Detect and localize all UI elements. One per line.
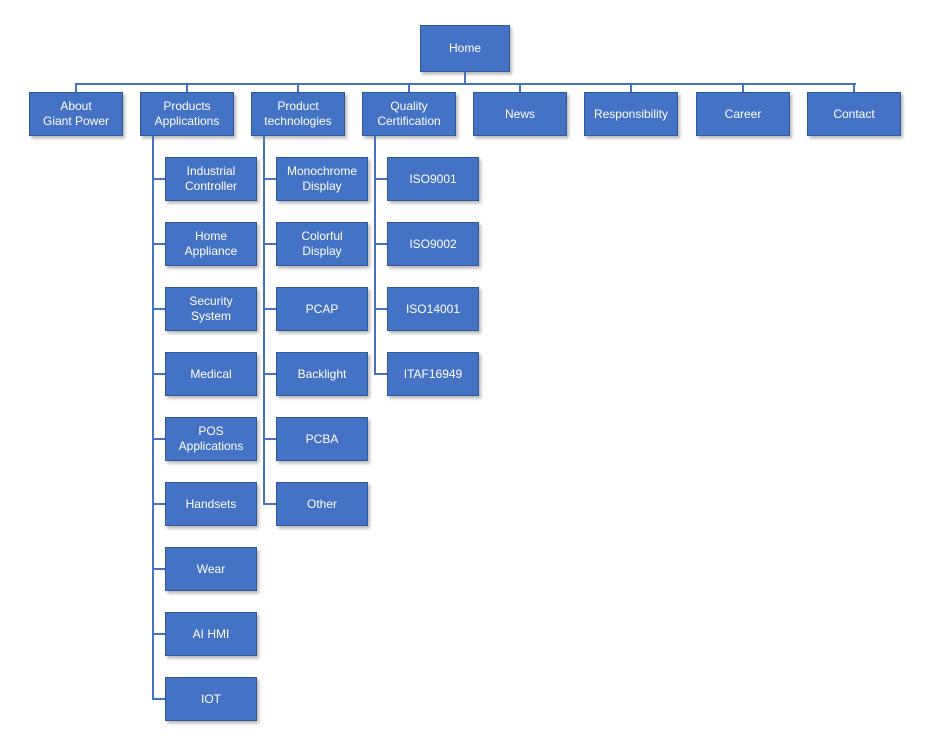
connector-line bbox=[408, 83, 410, 92]
node-label: ISO9002 bbox=[409, 236, 457, 251]
connector-line bbox=[152, 438, 165, 440]
node-label: ISO9001 bbox=[409, 171, 457, 186]
node-label: Security System bbox=[189, 294, 233, 323]
node-label: Product technologies bbox=[264, 99, 332, 128]
node-backlight[interactable]: Backlight bbox=[276, 352, 368, 396]
node-wear[interactable]: Wear bbox=[165, 547, 257, 591]
node-home[interactable]: Home bbox=[420, 25, 510, 72]
node-label: News bbox=[504, 106, 535, 121]
node-label: Industrial Controller bbox=[184, 164, 238, 193]
connector-line bbox=[152, 698, 165, 700]
connector-line bbox=[464, 72, 466, 85]
node-iot[interactable]: IOT bbox=[165, 677, 257, 721]
node-ai-hmi[interactable]: AI HMI bbox=[165, 612, 257, 656]
connector-line bbox=[374, 178, 387, 180]
node-news[interactable]: News bbox=[473, 92, 567, 136]
connector-line bbox=[75, 83, 77, 92]
node-label: Medical bbox=[190, 366, 232, 381]
node-quality-certification[interactable]: Quality Certification bbox=[362, 92, 456, 136]
connector-line bbox=[263, 503, 276, 505]
node-pcba[interactable]: PCBA bbox=[276, 417, 368, 461]
node-product-technologies[interactable]: Product technologies bbox=[251, 92, 345, 136]
connector-line bbox=[519, 83, 521, 92]
node-itaf16949[interactable]: ITAF16949 bbox=[387, 352, 479, 396]
node-label: POS Applications bbox=[178, 424, 244, 453]
node-label: Contact bbox=[833, 106, 875, 121]
connector-line bbox=[152, 136, 154, 700]
node-label: Handsets bbox=[185, 496, 237, 511]
connector-line bbox=[374, 136, 376, 375]
connector-line bbox=[263, 136, 265, 505]
connector-line bbox=[152, 308, 165, 310]
connector-line bbox=[152, 633, 165, 635]
node-monochrome-display[interactable]: Monochrome Display bbox=[276, 157, 368, 201]
node-label: PCBA bbox=[305, 431, 339, 446]
node-medical[interactable]: Medical bbox=[165, 352, 257, 396]
node-contact[interactable]: Contact bbox=[807, 92, 901, 136]
node-iso9002[interactable]: ISO9002 bbox=[387, 222, 479, 266]
connector-line bbox=[374, 373, 387, 375]
node-label: Other bbox=[306, 496, 337, 511]
node-handsets[interactable]: Handsets bbox=[165, 482, 257, 526]
node-label: Home Appliance bbox=[184, 229, 238, 258]
node-label: Responsibility bbox=[593, 106, 669, 121]
node-pos-applications[interactable]: POS Applications bbox=[165, 417, 257, 461]
node-about-giant-power[interactable]: About Giant Power bbox=[29, 92, 123, 136]
connector-line bbox=[630, 83, 632, 92]
node-pcap[interactable]: PCAP bbox=[276, 287, 368, 331]
connector-line bbox=[263, 308, 276, 310]
node-label: ISO14001 bbox=[405, 301, 461, 316]
connector-line bbox=[263, 438, 276, 440]
node-label: Career bbox=[724, 106, 762, 121]
node-label: Products Applications bbox=[154, 99, 220, 128]
node-label: IOT bbox=[201, 691, 221, 706]
connector-line bbox=[263, 178, 276, 180]
node-label: Backlight bbox=[297, 366, 347, 381]
node-label: Home bbox=[448, 41, 481, 55]
connector-line bbox=[263, 373, 276, 375]
connector-line bbox=[152, 373, 165, 375]
node-label: PCAP bbox=[305, 301, 339, 316]
connector-line bbox=[374, 308, 387, 310]
node-home-appliance[interactable]: Home Appliance bbox=[165, 222, 257, 266]
connector-line bbox=[152, 178, 165, 180]
node-responsibility[interactable]: Responsibility bbox=[584, 92, 678, 136]
node-label: ITAF16949 bbox=[403, 366, 463, 381]
node-industrial-controller[interactable]: Industrial Controller bbox=[165, 157, 257, 201]
connector-line bbox=[186, 83, 188, 92]
connector-line bbox=[374, 243, 387, 245]
node-products-applications[interactable]: Products Applications bbox=[140, 92, 234, 136]
connector-line bbox=[297, 83, 299, 92]
connector-line bbox=[853, 83, 855, 92]
node-other[interactable]: Other bbox=[276, 482, 368, 526]
node-iso14001[interactable]: ISO14001 bbox=[387, 287, 479, 331]
node-career[interactable]: Career bbox=[696, 92, 790, 136]
node-security-system[interactable]: Security System bbox=[165, 287, 257, 331]
node-label: About Giant Power bbox=[42, 99, 110, 128]
node-colorful-display[interactable]: Colorful Display bbox=[276, 222, 368, 266]
node-iso9001[interactable]: ISO9001 bbox=[387, 157, 479, 201]
node-label: Quality Certification bbox=[377, 99, 441, 128]
connector-line bbox=[152, 568, 165, 570]
connector-line bbox=[263, 243, 276, 245]
connector-line bbox=[742, 83, 744, 92]
node-label: AI HMI bbox=[192, 626, 230, 641]
connector-line bbox=[76, 83, 856, 85]
node-label: Colorful Display bbox=[301, 229, 343, 258]
node-label: Monochrome Display bbox=[286, 164, 358, 193]
connector-line bbox=[152, 243, 165, 245]
node-label: Wear bbox=[196, 561, 226, 576]
connector-line bbox=[152, 503, 165, 505]
